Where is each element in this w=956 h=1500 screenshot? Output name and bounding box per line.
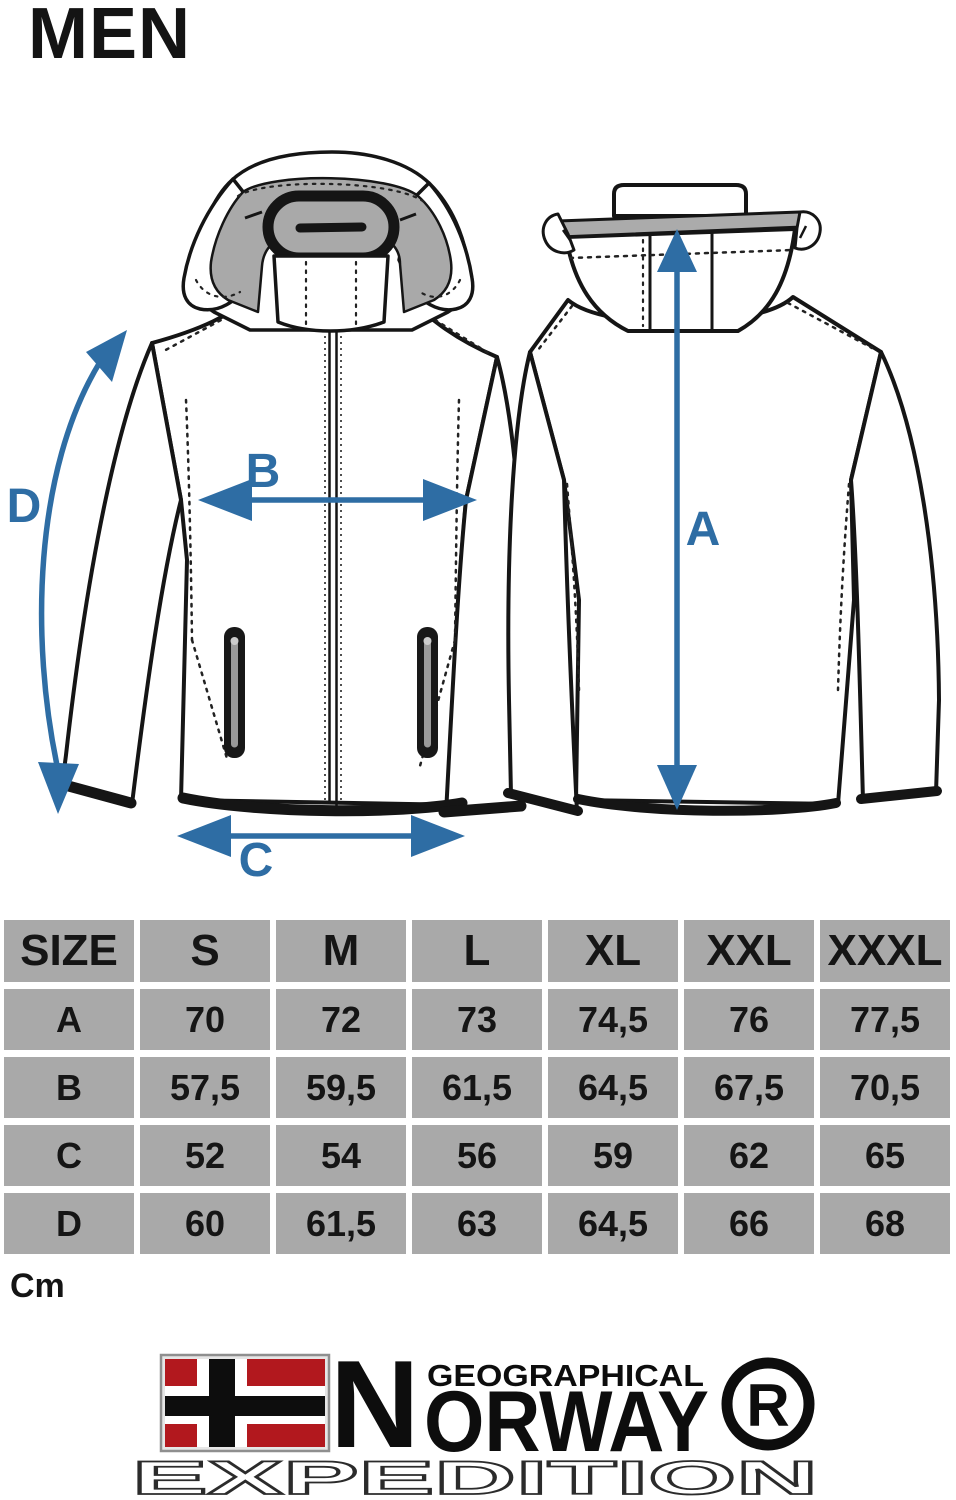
- cell-value: 54: [276, 1125, 406, 1186]
- header-cell-xxl: XXL: [684, 920, 814, 982]
- cell-value: 70: [140, 989, 270, 1050]
- back-hood-tab: [612, 183, 748, 218]
- cell-value: 63: [412, 1193, 542, 1254]
- back-right-cuff: [856, 786, 942, 804]
- size-table-container: SIZE S M L XL XXL XXXL A 70 72 73 74,5 7…: [0, 913, 956, 1261]
- header-cell-xxxl: XXXL: [820, 920, 950, 982]
- geographical-norway-logo: N GEOGRAPHICAL ORWAY R EXPEDITION: [131, 1340, 819, 1500]
- measurement-label-d: D: [7, 480, 42, 533]
- unit-label: Cm: [10, 1267, 65, 1305]
- front-zipper: [324, 262, 342, 806]
- back-jacket-drawing: [503, 183, 942, 816]
- front-left-sleeve: [60, 341, 183, 806]
- measurement-arrow-d: [38, 330, 127, 814]
- cell-value: 67,5: [684, 1057, 814, 1118]
- cell-value: 57,5: [140, 1057, 270, 1118]
- front-jacket-drawing: [55, 150, 527, 818]
- table-row-c: C 52 54 56 59 62 65: [4, 1125, 950, 1186]
- cell-value: 52: [140, 1125, 270, 1186]
- cell-value: 64,5: [548, 1193, 678, 1254]
- cell-value: 61,5: [276, 1193, 406, 1254]
- row-label: A: [4, 989, 134, 1050]
- cell-value: 72: [276, 989, 406, 1050]
- jacket-measurement-diagram: B C A D: [7, 150, 942, 887]
- size-table-header-row: SIZE S M L XL XXL XXXL: [4, 920, 950, 982]
- cell-value: 62: [684, 1125, 814, 1186]
- cell-value: 59,5: [276, 1057, 406, 1118]
- page-title: MEN: [28, 0, 191, 74]
- cell-value: 70,5: [820, 1057, 950, 1118]
- measurement-arrow-a: [657, 229, 697, 810]
- measurement-arrow-c: [177, 815, 465, 857]
- front-right-cuff: [438, 800, 527, 818]
- cell-value: 66: [684, 1193, 814, 1254]
- measurement-label-a: A: [686, 503, 721, 556]
- table-row-b: B 57,5 59,5 61,5 64,5 67,5 70,5: [4, 1057, 950, 1118]
- header-cell-xl: XL: [548, 920, 678, 982]
- measurement-arrows: B C A D: [7, 229, 721, 887]
- header-cell-l: L: [412, 920, 542, 982]
- registered-letter: R: [746, 1372, 789, 1439]
- cell-value: 73: [412, 989, 542, 1050]
- header-cell-m: M: [276, 920, 406, 982]
- cell-value: 68: [820, 1193, 950, 1254]
- row-label: D: [4, 1193, 134, 1254]
- brand-expedition: EXPEDITION: [132, 1451, 818, 1500]
- brand-geographical: GEOGRAPHICAL: [427, 1358, 704, 1393]
- row-label: C: [4, 1125, 134, 1186]
- front-hem-band: [177, 792, 468, 817]
- back-hem-band: [573, 794, 841, 816]
- cell-value: 59: [548, 1125, 678, 1186]
- cell-value: 56: [412, 1125, 542, 1186]
- measurement-label-b: B: [246, 445, 281, 498]
- cell-value: 65: [820, 1125, 950, 1186]
- back-stitch-seams: [536, 301, 874, 692]
- back-hood: [564, 227, 797, 333]
- front-collar-band: [272, 254, 390, 333]
- brand-initial-n: N: [330, 1340, 420, 1474]
- front-hood-stitching: [194, 182, 462, 298]
- header-cell-size: SIZE: [4, 920, 134, 982]
- header-cell-s: S: [140, 920, 270, 982]
- cell-value: 64,5: [548, 1057, 678, 1118]
- cell-value: 74,5: [548, 989, 678, 1050]
- back-right-sleeve: [849, 350, 941, 803]
- cell-value: 76: [684, 989, 814, 1050]
- cell-value: 60: [140, 1193, 270, 1254]
- registered-trademark-icon: R: [721, 1357, 815, 1451]
- norway-flag-icon: [159, 1353, 331, 1453]
- row-label: B: [4, 1057, 134, 1118]
- back-left-cuff: [503, 788, 583, 816]
- measurement-arrow-b: [198, 479, 477, 521]
- size-table: SIZE S M L XL XXL XXXL A 70 72 73 74,5 7…: [0, 913, 956, 1261]
- cell-value: 61,5: [412, 1057, 542, 1118]
- front-left-cuff: [55, 778, 137, 809]
- back-hood-left-pull: [541, 212, 576, 255]
- back-hood-right-pull: [793, 210, 822, 251]
- measurement-label-c: C: [239, 834, 274, 887]
- front-pocket-zips: [224, 627, 438, 758]
- table-row-d: D 60 61,5 63 64,5 66 68: [4, 1193, 950, 1254]
- cell-value: 77,5: [820, 989, 950, 1050]
- table-row-a: A 70 72 73 74,5 76 77,5: [4, 989, 950, 1050]
- brand-norway-rest: ORWAY: [424, 1374, 709, 1470]
